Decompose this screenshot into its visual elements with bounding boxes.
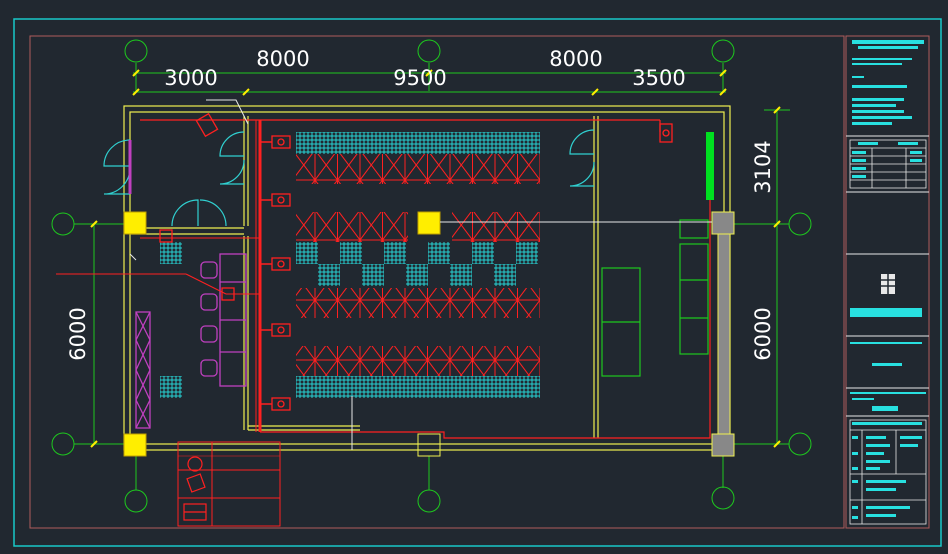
axis-bubble-icon <box>124 39 148 63</box>
dimension-bay-1: 3000 <box>164 66 217 90</box>
equipment-cabinets <box>601 219 709 377</box>
dimension-right-upper: 3104 <box>751 140 775 193</box>
axis-bubble-icon <box>788 432 812 456</box>
dimension-right-lower: 6000 <box>751 307 775 360</box>
fire-extinguisher-icon <box>183 456 207 521</box>
server-rack-rows <box>296 132 540 398</box>
dimension-left: 6000 <box>66 307 90 360</box>
axis-bubble-icon <box>51 212 75 236</box>
outer-frame <box>13 18 942 547</box>
column-icon <box>123 211 147 235</box>
status-panel <box>706 132 714 200</box>
annotation-leaders <box>129 99 712 450</box>
column-icon <box>711 433 735 457</box>
axis-bubble-icon <box>417 489 441 513</box>
dimension-bay-2: 9500 <box>393 66 446 90</box>
column-icon <box>417 433 441 457</box>
dimension-top-2: 8000 <box>549 47 602 71</box>
axis-bubble-icon <box>51 432 75 456</box>
equipment-wall-strip <box>717 233 731 435</box>
inner-border <box>29 35 845 529</box>
dimension-bay-3: 3500 <box>632 66 685 90</box>
axis-grid <box>51 39 812 513</box>
axis-bubble-icon <box>124 489 148 513</box>
floor-grille <box>160 242 182 264</box>
axis-bubble-icon <box>711 486 735 510</box>
fire-pipe-network <box>56 119 711 439</box>
column-icon <box>417 211 441 235</box>
sprinkler-head-icon <box>159 112 673 411</box>
door-swing-icon <box>103 129 595 227</box>
axis-bubble-icon <box>788 212 812 236</box>
axis-bubble-icon <box>417 39 441 63</box>
column-icon <box>711 211 735 235</box>
legend-table <box>177 441 281 527</box>
company-seal-icon <box>881 274 895 294</box>
floor-grille <box>160 376 182 398</box>
column-icon <box>123 433 147 457</box>
dimension-ticks <box>90 69 781 448</box>
title-block <box>845 35 930 529</box>
office-furniture <box>135 253 247 429</box>
dimension-top-1: 8000 <box>256 47 309 71</box>
axis-bubble-icon <box>711 39 735 63</box>
